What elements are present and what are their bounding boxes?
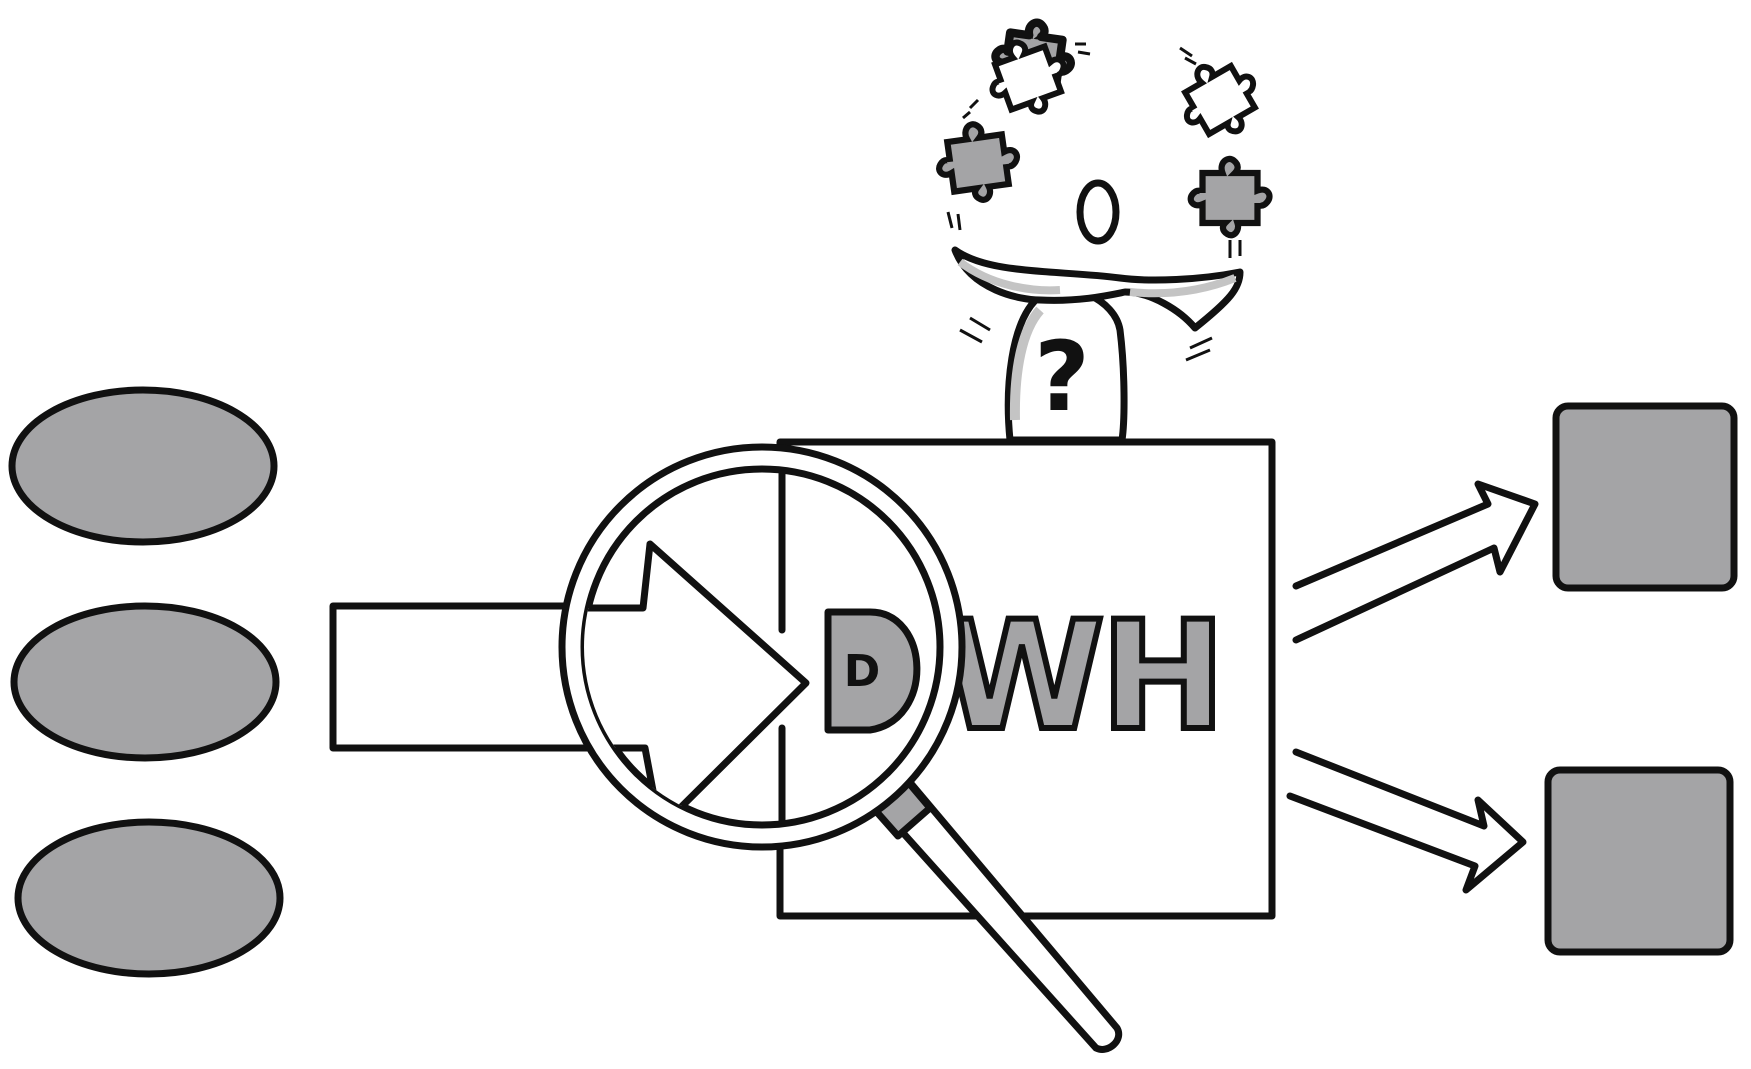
thinker-question-mark: ? xyxy=(1034,321,1090,433)
lens-letter-d: D xyxy=(844,646,881,697)
puzzle-piece-icon xyxy=(1169,49,1271,150)
output-arrows xyxy=(1290,484,1535,890)
ellipse-source-icon xyxy=(12,390,274,542)
dwh-letter-w: W xyxy=(939,590,1104,764)
dwh-letter-h: H xyxy=(1100,590,1226,764)
square-target-icon xyxy=(1548,770,1730,952)
puzzle-piece-icon xyxy=(1191,159,1270,235)
dwh-label: W H xyxy=(939,590,1226,764)
square-target-icon xyxy=(1556,406,1734,588)
ellipse-source-icon xyxy=(14,606,276,758)
arrow-icon xyxy=(1296,484,1535,640)
arrow-icon xyxy=(1290,752,1523,890)
thinker-head-icon xyxy=(1080,183,1116,241)
source-ellipses xyxy=(12,390,280,974)
ellipse-source-icon xyxy=(18,822,280,974)
target-squares xyxy=(1548,406,1734,952)
puzzle-piece-icon xyxy=(934,119,1023,206)
